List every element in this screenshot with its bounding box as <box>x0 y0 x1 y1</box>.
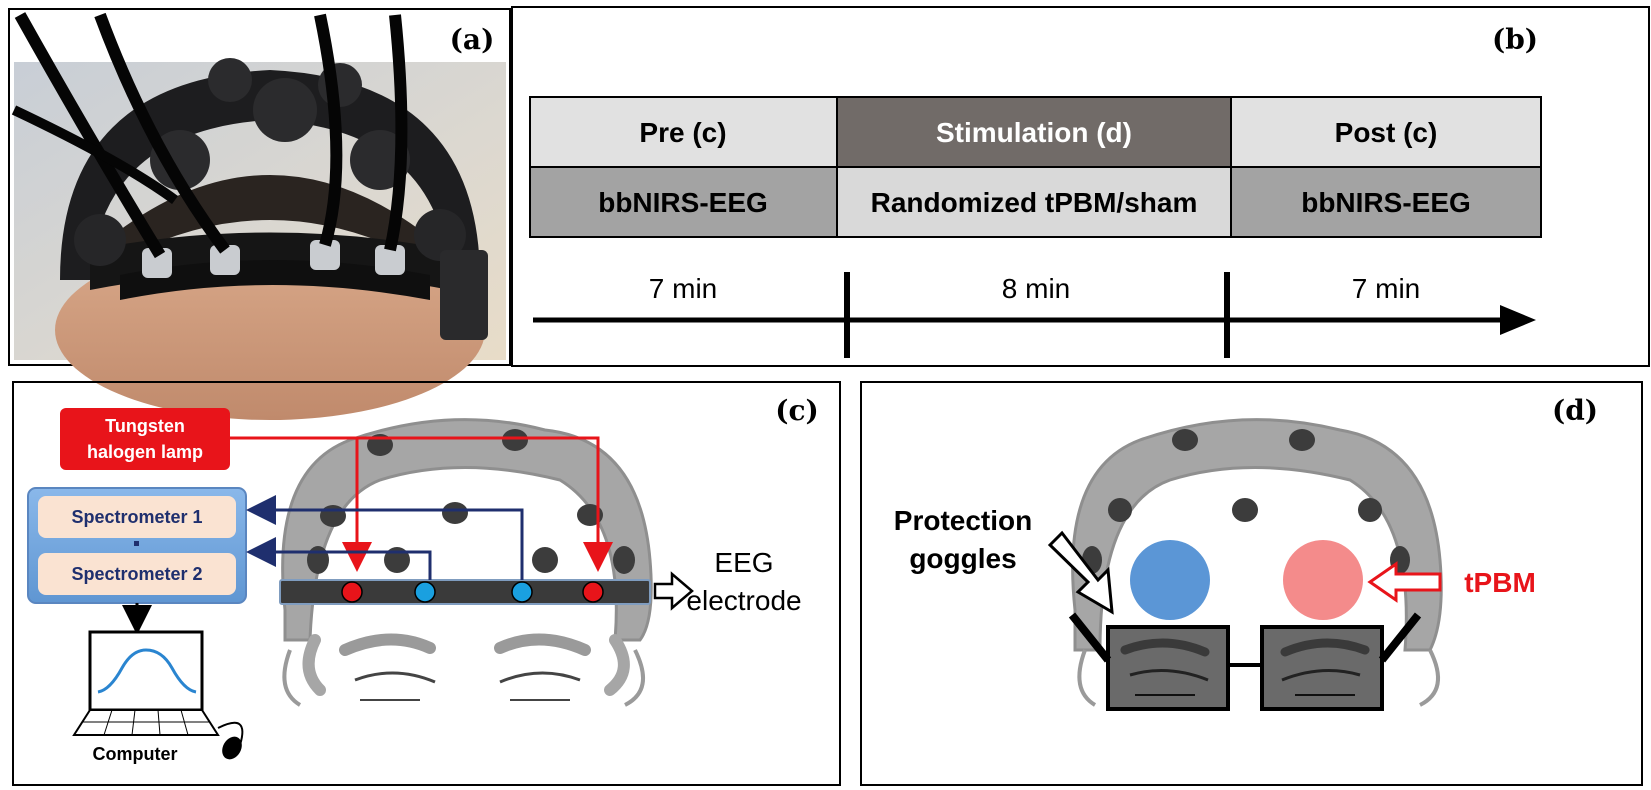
duration-stim: 8 min <box>1002 273 1070 304</box>
eeg-cap <box>281 418 653 707</box>
cell-post-method <box>1230 166 1542 238</box>
phase-post-method: bbNIRS-EEG <box>1301 187 1471 218</box>
panel-b-frame <box>511 6 1650 367</box>
detector-optode-2 <box>511 581 533 603</box>
spectrometer-1-box <box>38 496 236 538</box>
duration-pre: 7 min <box>649 273 717 304</box>
headcap-photo <box>11 12 506 420</box>
spectrometer-2-box <box>38 553 236 595</box>
cell-stim-method <box>836 166 1232 238</box>
lamp-label-line2: halogen lamp <box>87 442 203 462</box>
panel-d-frame <box>860 381 1643 786</box>
detector-optode-1 <box>414 581 436 603</box>
timeline-arrowhead <box>1500 305 1536 335</box>
eeg-label-line2: electrode <box>686 585 801 616</box>
panel-c-frame <box>12 381 841 786</box>
eeg-pointer-arrow <box>653 571 694 611</box>
duration-post: 7 min <box>1352 273 1420 304</box>
phase-stim-method: Randomized tPBM/sham <box>871 187 1198 218</box>
tpbm-spot-right <box>1283 540 1363 620</box>
head-outline <box>1071 418 1443 707</box>
cell-pre-method <box>529 166 838 238</box>
tpbm-pointer-arrow <box>1367 561 1442 603</box>
panel-a-label: (a) <box>450 23 495 56</box>
panel-d: (d) <box>860 381 1643 786</box>
spectrometer-1-label: Spectrometer 1 <box>71 507 202 527</box>
phase-stim-title: Stimulation (d) <box>936 117 1132 148</box>
goggles-label-line1: Protection <box>894 505 1032 536</box>
source-optode-2 <box>582 581 604 603</box>
lamp-label-line1: Tungsten <box>105 416 185 436</box>
goggles-pointer-arrow <box>1047 530 1114 615</box>
panel-c: (c) <box>12 381 841 786</box>
protection-goggles <box>1068 612 1422 711</box>
timeline: 7 min 8 min 7 min <box>533 272 1536 358</box>
panel-c-label: (c) <box>775 394 819 427</box>
source-optode-1 <box>341 581 363 603</box>
panel-b: (b) Pre (c) Stimulation (d) Post (c) bbN… <box>511 6 1650 367</box>
panel-d-label: (d) <box>1552 394 1598 427</box>
computer-label: Computer <box>93 744 178 764</box>
detector-fibers <box>246 495 524 580</box>
tpbm-label: tPBM <box>1464 567 1536 598</box>
phase-pre-method: bbNIRS-EEG <box>598 187 768 218</box>
source-fibers <box>230 436 613 572</box>
panel-b-label: (b) <box>1492 23 1538 56</box>
goggles-label-line2: goggles <box>909 543 1016 574</box>
phase-post-title: Post (c) <box>1335 117 1438 148</box>
optode-bar <box>279 579 651 605</box>
tpbm-spot-left <box>1130 540 1210 620</box>
phase-pre-title: Pre (c) <box>639 117 726 148</box>
panel-a: (a) <box>8 8 511 420</box>
cell-stim-title <box>836 96 1232 168</box>
computer-icon <box>72 630 244 760</box>
cell-pre-title <box>529 96 838 168</box>
protocol-table: Pre (c) Stimulation (d) Post (c) bbNIRS-… <box>529 96 1542 238</box>
halogen-lamp-box <box>60 408 230 470</box>
spectrometer-2-label: Spectrometer 2 <box>71 564 202 584</box>
eeg-label-line1: EEG <box>714 547 773 578</box>
spectrometer-divider-dot <box>134 541 139 546</box>
